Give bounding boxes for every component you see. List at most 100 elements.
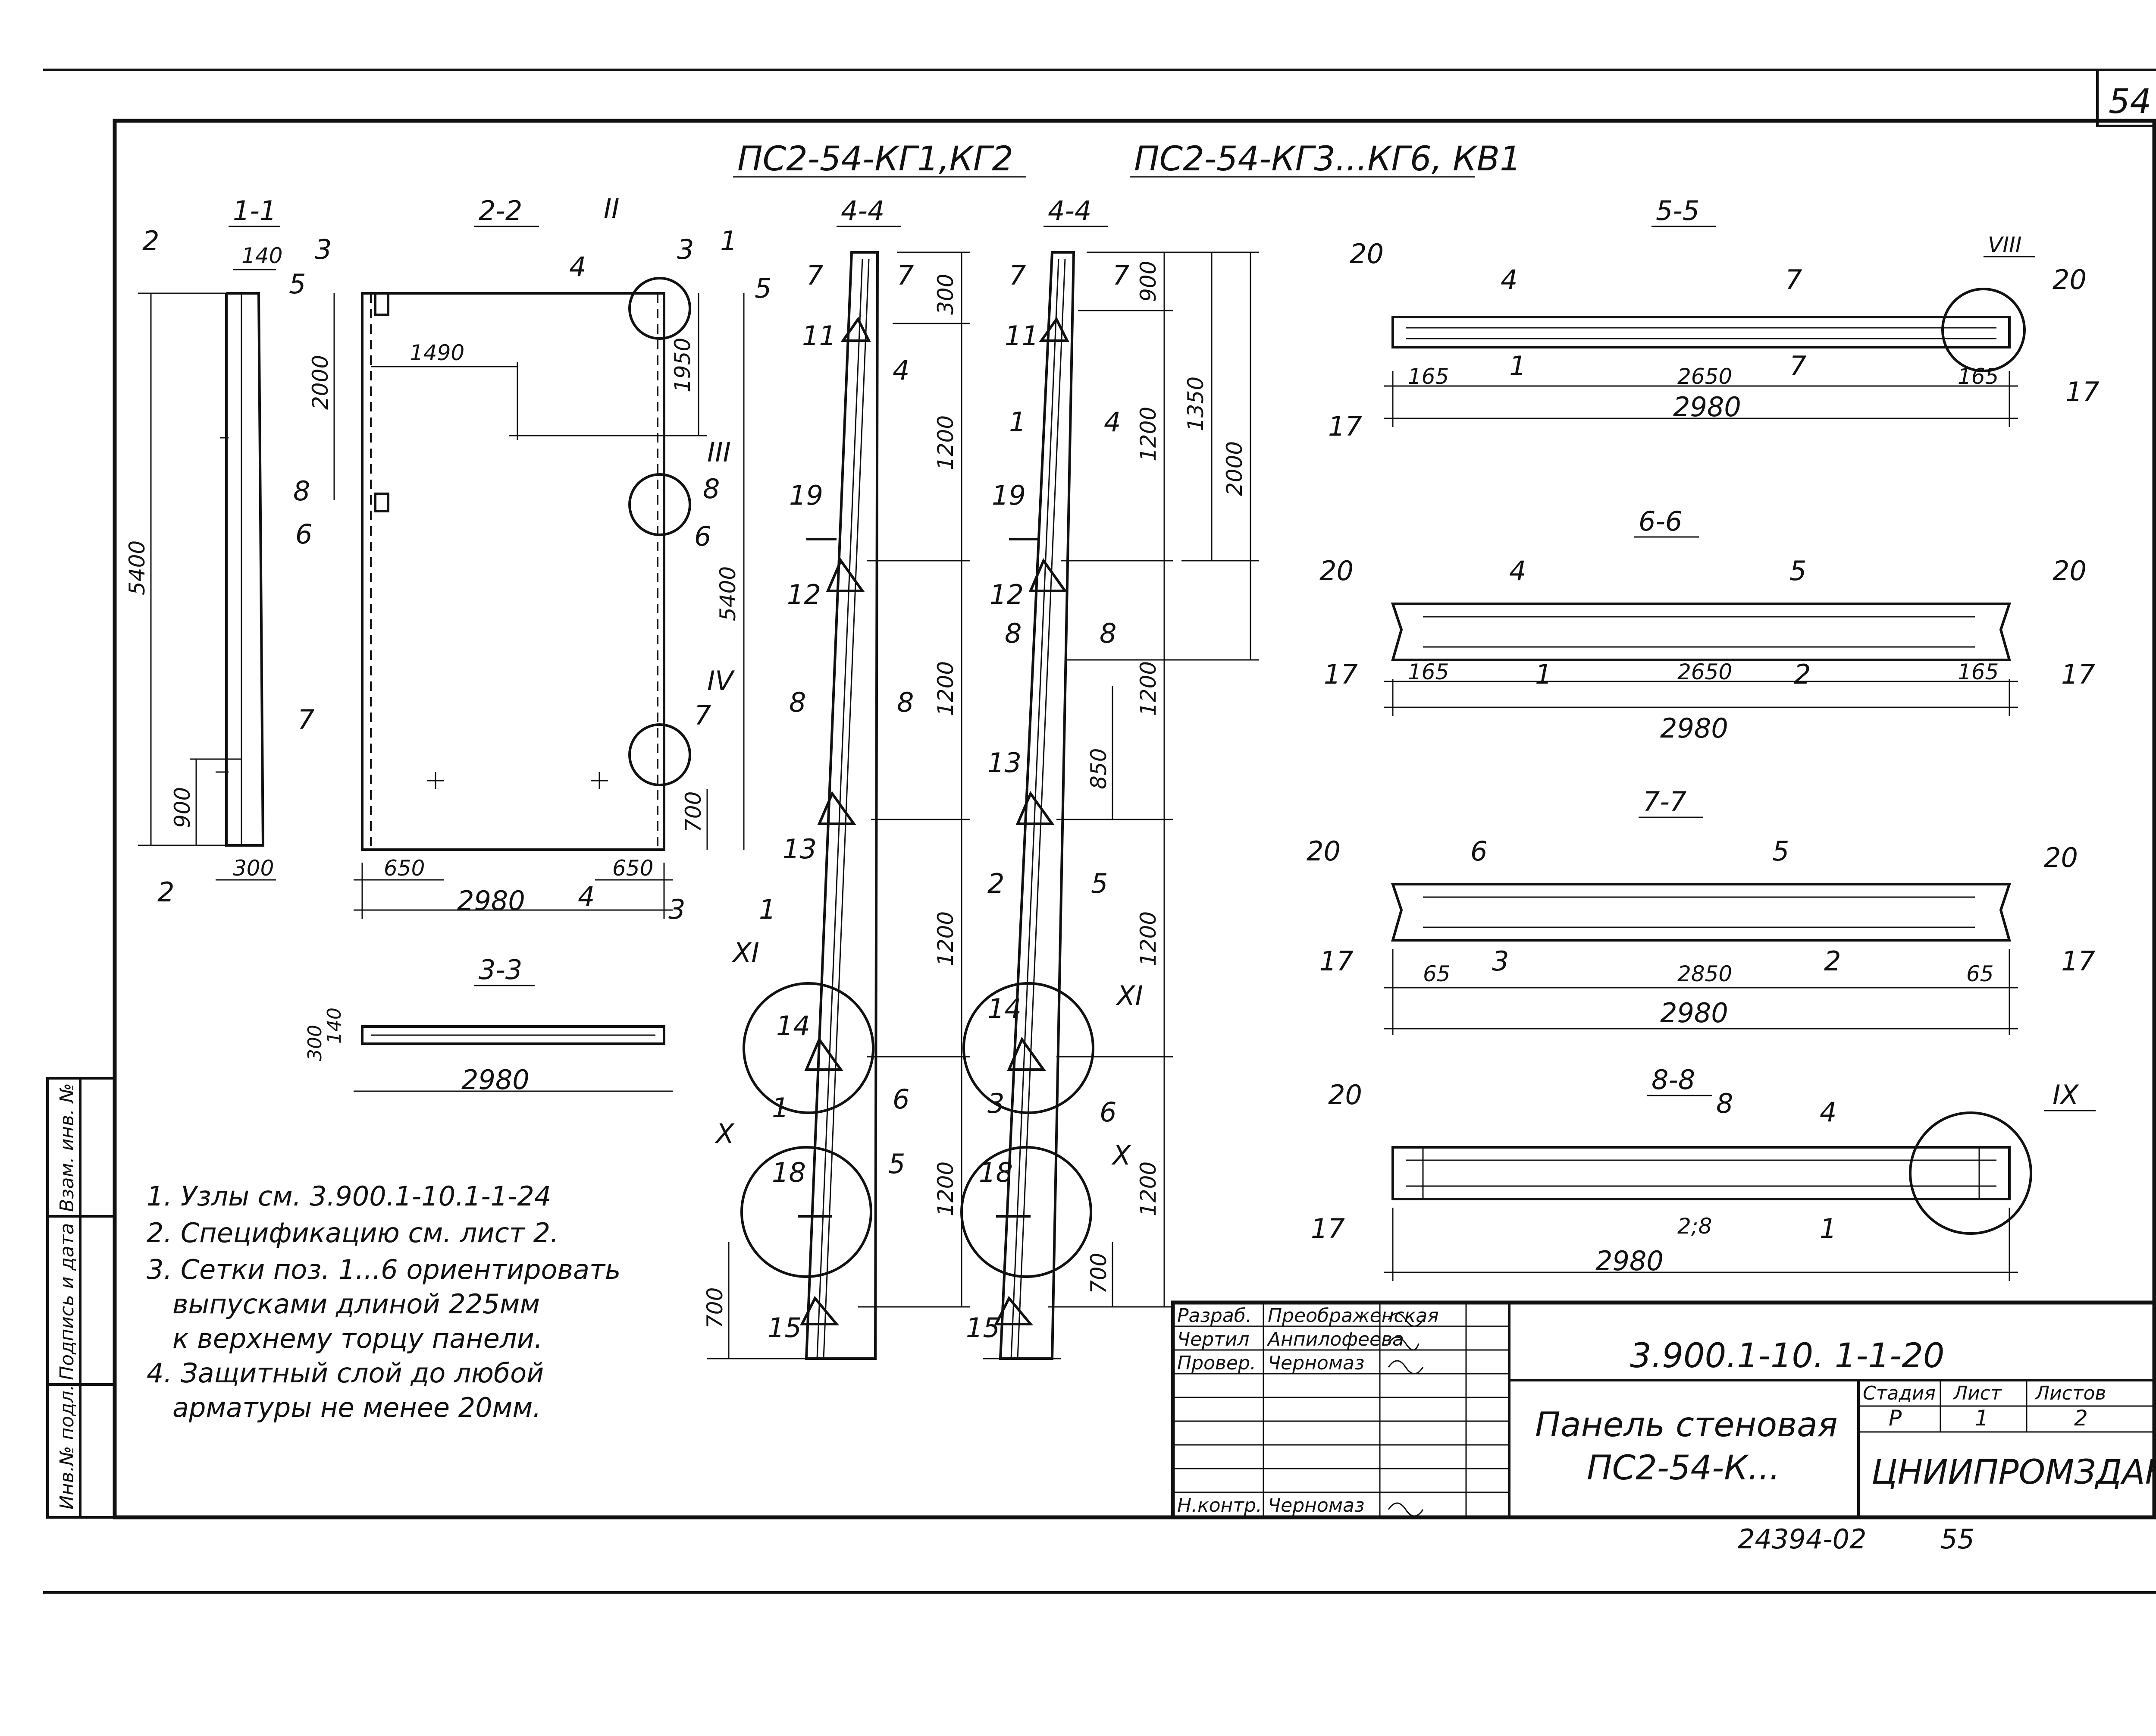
node-XI-circle-b [962, 982, 1094, 1114]
callout-5-d: 5 [1772, 835, 1789, 867]
dim-650-b: 650 [612, 856, 653, 881]
title-block: Разраб. Чертил Провер. Н.контр. Преображ… [1171, 1300, 2156, 1519]
header-right: ПС2-54-КГ3...КГ6, КВ1 [1134, 140, 1521, 179]
callout-1-a: 1 [759, 894, 776, 925]
role-drafter: Чертил [1177, 1328, 1250, 1350]
section-4-4b-label: 4-4 [1048, 195, 1091, 226]
node-II-label: II [604, 193, 620, 224]
callout-7-f: 7 [1789, 350, 1806, 382]
dim-2980-f: 2980 [1595, 1245, 1664, 1277]
callout-20-b: 20 [2053, 264, 2087, 295]
dim-1200-e: 1200 [1136, 407, 1161, 461]
dim-2000-b: 2000 [1222, 441, 1247, 496]
callout-15-b: 15 [966, 1312, 1000, 1344]
section-6-6-label: 6-6 [1639, 505, 1682, 537]
dim-1350: 1350 [1183, 377, 1208, 431]
footer-page: 55 [1940, 1523, 1974, 1555]
note-3-cont-b: к верхнему торцу панели. [172, 1323, 543, 1354]
callout-8-b: 8 [897, 687, 914, 718]
dim-140-b: 140 [323, 1008, 345, 1044]
callout-14-b: 14 [987, 993, 1022, 1024]
dim-65-b: 65 [1966, 961, 1994, 986]
note-1: 1. Узлы см. 3.900.1-10.1-1-24 [147, 1180, 551, 1212]
node-VIII-label: VIII [1988, 232, 2021, 257]
callout-5-a: 5 [888, 1148, 905, 1180]
callout-11-a: 11 [802, 320, 836, 352]
stage-value: Р [1889, 1406, 1902, 1431]
callout-19-d: 17 [2061, 659, 2095, 690]
callout-1-f: 1 [1820, 1213, 1836, 1244]
cut-3-mark: 3 [315, 234, 332, 265]
callout-1-c: 1 [1009, 406, 1026, 438]
section-2-2: 2-2 II III IV 1490 1950 2000 5400 700 65… [289, 193, 771, 919]
cut-5-mark: 5 [289, 268, 306, 300]
note-2: 2. Спецификацию см. лист 2. [147, 1217, 559, 1249]
cut-6-mark-b: 6 [694, 521, 711, 552]
callout-4-c: 4 [1501, 264, 1517, 295]
callout-7-b: 7 [897, 260, 914, 291]
dim-850: 850 [1086, 748, 1111, 789]
dim-2650-a: 2650 [1677, 364, 1732, 389]
cut-5-mark-b: 5 [755, 273, 771, 304]
cut-8-mark-b: 8 [703, 473, 720, 505]
section-4-4a-label: 4-4 [841, 195, 884, 226]
callout-20-c: 20 [1319, 555, 1354, 587]
dim-2980-a: 2980 [457, 885, 525, 917]
sheet-number: 54 [2109, 82, 2151, 121]
dim-300-a: 300 [233, 856, 274, 881]
name-norm-control: Черномаз [1268, 1494, 1364, 1516]
dim-2980-d: 2980 [1660, 713, 1728, 744]
callouts-4-4: 7 7 11 4 19 12 8 8 13 1 3 14 1 6 5 18 15… [668, 260, 1129, 1344]
callout-17-a: 19 [789, 480, 823, 511]
section-4-4-right: 4-4 XI X 900 1200 1200 1200 1200 1350 20… [960, 195, 1259, 1360]
dim-2650-b: 2650 [1677, 659, 1732, 684]
dim-165-d: 165 [1958, 659, 1999, 684]
callout-20-e: 20 [1307, 835, 1341, 867]
callout-15-a: 15 [768, 1312, 802, 1344]
dim-2980-b: 2980 [461, 1064, 530, 1096]
document-code: 3.900.1-10. 1-1-20 [1630, 1337, 1945, 1375]
dim-2-8: 2;8 [1677, 1214, 1712, 1239]
callout-20-f: 20 [2044, 842, 2078, 873]
sheet-value: 1 [1975, 1406, 1989, 1431]
stamp-inv-label: Инв.№ подл. [56, 1384, 78, 1510]
callout-5-c: 5 [1789, 555, 1806, 587]
section-4-4-left: 4-4 XI X 300 1200 1200 1200 1200 700 [702, 195, 970, 1360]
callout-19-c: 17 [1324, 659, 1358, 690]
callout-2-b: 2 [1794, 659, 1811, 690]
callout-7-c: 7 [1009, 260, 1026, 291]
node-III-circle [628, 473, 691, 536]
cut-7-mark-b: 7 [694, 700, 711, 731]
organization: ЦНИИПРОМЗДАНИЙ [1871, 1452, 2156, 1492]
dim-65-a: 65 [1423, 961, 1451, 986]
note-4-cont: арматуры не менее 20мм. [172, 1392, 541, 1423]
drawing-frame [113, 119, 2156, 1519]
sheet-label: Лист [1952, 1382, 2002, 1404]
callout-5-b: 5 [1091, 868, 1108, 899]
name-drafter: Анпилофеева [1266, 1328, 1404, 1350]
sheets-value: 2 [2074, 1406, 2088, 1431]
dim-165-a: 165 [1408, 364, 1449, 389]
callout-19-b: 17 [2065, 376, 2100, 408]
callout-1-d: 1 [1509, 350, 1526, 382]
dim-700-b: 700 [702, 1287, 727, 1328]
callout-4-e: 4 [1820, 1096, 1836, 1128]
dim-1200-h: 1200 [1136, 1162, 1161, 1216]
callout-11-b: 11 [1005, 320, 1039, 352]
node-IV-circle [628, 723, 691, 786]
node-III-label: III [707, 436, 731, 468]
dim-900-a: 900 [170, 787, 195, 828]
dim-5400-b: 5400 [715, 566, 740, 621]
node-IX-label: IX [2053, 1079, 2079, 1111]
callout-6-a: 6 [893, 1083, 909, 1115]
callout-8-a: 8 [789, 687, 806, 718]
dim-165-c: 165 [1408, 659, 1449, 684]
cut-4-mark: 4 [569, 251, 586, 283]
callout-7-a: 7 [806, 260, 823, 291]
callout-8-d: 8 [1100, 618, 1116, 649]
section-3-3: 3-3 2980 300 140 [304, 954, 673, 1096]
header-left: ПС2-54-КГ1,КГ2 [737, 140, 1013, 179]
callout-13-a: 13 [783, 833, 817, 865]
callout-2-c: 2 [1824, 945, 1841, 977]
signatures [1388, 1312, 1424, 1517]
